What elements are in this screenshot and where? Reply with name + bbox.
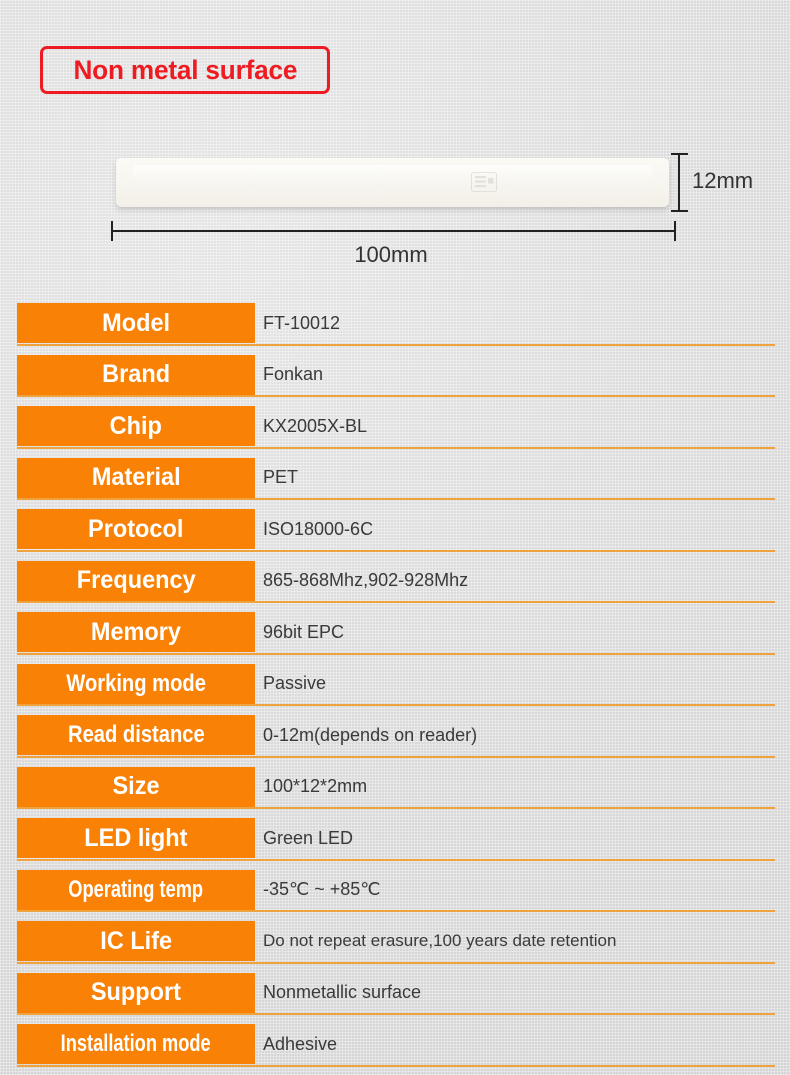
row-underline (17, 601, 775, 603)
spec-key-label: Working mode (66, 669, 206, 697)
spec-value-cell: 0-12m(depends on reader) (263, 724, 478, 745)
spec-value-cell: Fonkan (263, 364, 324, 384)
table-row: Chip KX2005X-BL (0, 403, 790, 455)
spec-value-cell: Do not repeat erasure,100 years date ret… (263, 931, 617, 950)
row-underline (17, 755, 775, 758)
spec-key-label: IC Life (100, 926, 172, 955)
height-dimension-line (678, 154, 680, 211)
spec-value-cell: Nonmetallic surface (263, 982, 422, 1002)
spec-key-label: Memory (90, 617, 182, 646)
spec-value-cell: -35℃ ~ +85℃ (263, 879, 381, 899)
spec-key-label: Brand (102, 360, 170, 388)
spec-key-cell: Operating temp (17, 869, 255, 910)
spec-value-cell: Adhesive (263, 1033, 338, 1054)
row-underline (17, 807, 775, 809)
spec-key-cell: Brand (17, 354, 255, 395)
table-row: Material PET (0, 455, 790, 507)
spec-value-cell: PET (263, 467, 299, 487)
spec-key-label: Protocol (88, 514, 184, 543)
rfid-chip-icon (471, 172, 497, 192)
table-row: Protocol ISO18000-6C (0, 506, 790, 558)
width-dimension-cap-right (674, 221, 676, 241)
width-dimension-cap-left (111, 221, 113, 241)
table-row: Brand Fonkan (0, 352, 790, 404)
width-dimension-label: 100mm (354, 242, 428, 267)
spec-key-label: Model (102, 308, 170, 337)
product-illustration: 12mm 100mm (0, 120, 790, 270)
spec-key-label: Size (112, 772, 160, 800)
spec-key-cell: Support (17, 972, 255, 1013)
row-underline (17, 549, 775, 552)
specification-table: Model FT-10012 Brand Fonkan Chip KX2005X… (0, 300, 790, 1073)
spec-key-cell: Memory (17, 612, 255, 652)
spec-value-cell: FT-10012 (263, 312, 341, 333)
spec-key-cell: Size (17, 766, 255, 807)
table-row: Installation mode Adhesive (0, 1021, 790, 1073)
spec-key-cell: Protocol (17, 509, 255, 549)
spec-key-cell: Chip (17, 406, 255, 446)
spec-key-cell: Material (17, 457, 255, 498)
width-dimension-line (113, 230, 676, 232)
row-underline (17, 910, 775, 912)
height-dimension-label: 12mm (692, 168, 754, 193)
spec-key-label: Read distance (67, 721, 205, 748)
row-underline (17, 498, 775, 500)
spec-key-cell: Frequency (17, 560, 255, 601)
table-row: Operating temp -35℃ ~ +85℃ (0, 867, 790, 919)
row-underline (17, 446, 775, 449)
spec-key-label: Frequency (76, 566, 196, 594)
spec-value-cell: ISO18000-6C (263, 518, 374, 539)
table-row: Read distance 0-12m(depends on reader) (0, 712, 790, 764)
spec-key-label: Support (90, 978, 182, 1006)
spec-key-cell: Read distance (17, 715, 255, 755)
height-dimension-cap-bottom (671, 210, 688, 212)
row-underline (17, 395, 775, 397)
table-row: LED light Green LED (0, 815, 790, 867)
row-underline (17, 652, 775, 655)
row-underline (17, 961, 775, 964)
spec-value-cell: 865-868Mhz,902-928Mhz (263, 570, 469, 590)
tag-gloss-highlight (132, 164, 653, 182)
spec-key-cell: IC Life (17, 921, 255, 961)
spec-key-cell: Model (17, 303, 255, 343)
row-underline (17, 1064, 775, 1067)
spec-key-label: LED light (84, 823, 188, 852)
spec-key-cell: Installation mode (17, 1024, 255, 1064)
row-underline (17, 858, 775, 861)
badge-label: Non metal surface (73, 54, 297, 85)
spec-key-label: Material (91, 463, 181, 491)
spec-value-cell: 96bit EPC (263, 621, 345, 642)
spec-value-cell: 100*12*2mm (263, 776, 368, 796)
spec-key-label: Installation mode (60, 1030, 211, 1057)
table-row: Working mode Passive (0, 661, 790, 713)
rfid-tag-image (116, 158, 669, 207)
row-underline (17, 704, 775, 706)
spec-key-cell: LED light (17, 818, 255, 858)
spec-value-cell: KX2005X-BL (263, 415, 368, 436)
spec-value-cell: Green LED (263, 827, 354, 848)
table-row: Size 100*12*2mm (0, 764, 790, 816)
table-row: IC Life Do not repeat erasure,100 years … (0, 918, 790, 970)
spec-key-label: Chip (109, 411, 163, 440)
table-row: Memory 96bit EPC (0, 609, 790, 661)
row-underline (17, 343, 775, 346)
spec-key-label: Operating temp (68, 875, 204, 903)
row-underline (17, 1013, 775, 1015)
table-row: Support Nonmetallic surface (0, 970, 790, 1022)
spec-value-cell: Passive (263, 673, 327, 693)
spec-key-cell: Working mode (17, 663, 255, 704)
table-row: Model FT-10012 (0, 300, 790, 352)
table-row: Frequency 865-868Mhz,902-928Mhz (0, 558, 790, 610)
non-metal-surface-badge: Non metal surface (40, 46, 330, 94)
